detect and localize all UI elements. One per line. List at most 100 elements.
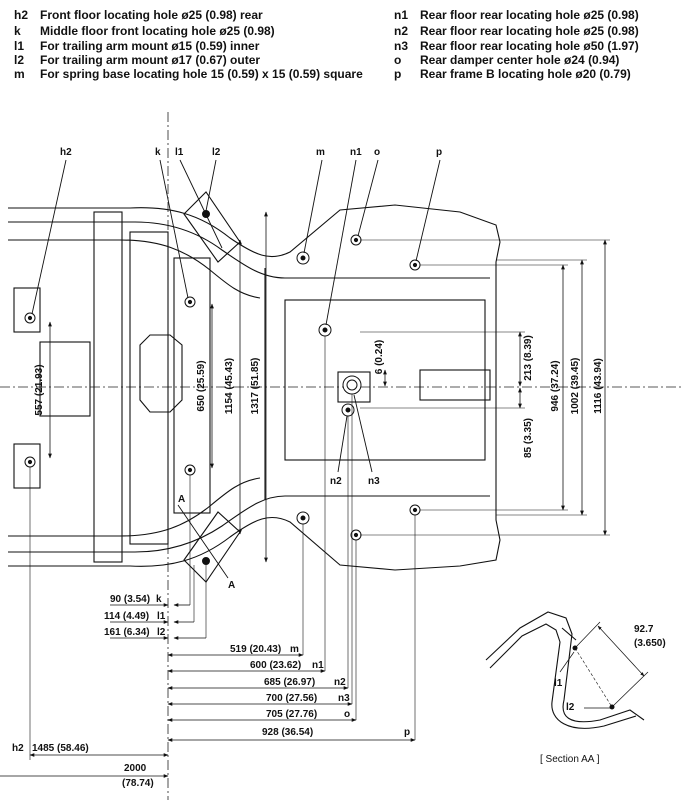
dim-1002: 1002 (39.45) bbox=[570, 358, 581, 415]
floor-octagon bbox=[139, 334, 183, 413]
floor-pan-rear bbox=[284, 299, 486, 461]
dim-600: 600 (23.62) bbox=[250, 660, 301, 671]
dim-685-code: n2 bbox=[334, 677, 346, 688]
section-caption: [ Section AA ] bbox=[540, 754, 600, 765]
dim-1154: 1154 (45.43) bbox=[224, 358, 235, 414]
callout-labels: h2 k l1 l2 m n1 o p n2 n3 A A bbox=[60, 147, 442, 591]
dim-1116: 1116 (43.94) bbox=[593, 358, 604, 414]
dim-90: 90 (3.54) bbox=[110, 594, 150, 605]
section-dim-value: 92.7 bbox=[634, 624, 654, 635]
rocker-upper bbox=[8, 239, 261, 299]
dim-2000-inch: (78.74) bbox=[122, 778, 154, 789]
center-tunnel bbox=[129, 231, 169, 545]
left-recess-lower bbox=[13, 443, 41, 489]
left-pan bbox=[39, 341, 91, 417]
vertical-dimension-labels: 557 (21.93) 650 (25.59) 1154 (45.43) 131… bbox=[34, 335, 604, 458]
dim-1485-code: h2 bbox=[12, 743, 24, 754]
callout-k: k bbox=[155, 147, 161, 158]
hole-h2-lower bbox=[24, 456, 36, 468]
dim-161-code: l2 bbox=[157, 627, 166, 638]
callout-l1: l1 bbox=[175, 147, 184, 158]
horizontal-dimension-lines bbox=[0, 603, 416, 778]
dim-650: 650 (25.59) bbox=[196, 360, 207, 411]
hole-n1 bbox=[318, 323, 332, 337]
dim-685: 685 (26.97) bbox=[264, 677, 315, 688]
callout-section-a-bottom: A bbox=[228, 580, 235, 591]
hole-k-lower bbox=[184, 464, 196, 476]
callout-n2: n2 bbox=[330, 476, 342, 487]
dim-2000: 2000 bbox=[124, 763, 147, 774]
frame-inner-upper bbox=[8, 221, 490, 279]
vertical-dimension-lines bbox=[48, 211, 607, 563]
rear-bracket bbox=[419, 369, 491, 401]
hole-k-upper bbox=[184, 296, 196, 308]
hole-p-upper bbox=[409, 259, 421, 271]
callout-p: p bbox=[436, 147, 442, 158]
callout-leaders bbox=[31, 159, 441, 579]
callout-n3: n3 bbox=[368, 476, 380, 487]
hole-n3 bbox=[342, 375, 362, 395]
hole-m-upper bbox=[296, 251, 310, 265]
section-dim-inch: (3.650) bbox=[634, 638, 666, 649]
hole-l-lower bbox=[202, 557, 210, 565]
n3-boss bbox=[337, 371, 371, 403]
left-recess-upper bbox=[13, 287, 41, 333]
section-outer-profile bbox=[485, 611, 645, 723]
rocker-lower bbox=[8, 477, 261, 537]
dim-114-code: l1 bbox=[157, 611, 166, 622]
horizontal-dimension-extensions bbox=[29, 336, 416, 760]
dim-928: 928 (36.54) bbox=[262, 727, 313, 738]
dim-6: 6 (0.24) bbox=[374, 340, 385, 374]
frame-inner-lower bbox=[8, 495, 490, 553]
callout-section-a-top: A bbox=[178, 494, 185, 505]
section-center-line bbox=[574, 647, 613, 708]
callout-l2: l2 bbox=[212, 147, 221, 158]
front-crossmember bbox=[93, 211, 123, 563]
section-inner-profile bbox=[489, 623, 637, 729]
section-label-l1: l1 bbox=[554, 678, 563, 689]
dim-557: 557 (21.93) bbox=[34, 364, 45, 415]
dim-519: 519 (20.43) bbox=[230, 644, 281, 655]
dim-705-code: o bbox=[344, 709, 350, 720]
section-aa-detail: 92.7 (3.650) l1 l2 [ Section AA ] bbox=[485, 611, 666, 765]
dim-700: 700 (27.56) bbox=[266, 693, 317, 704]
dim-928-code: p bbox=[404, 727, 410, 738]
callout-n1: n1 bbox=[350, 147, 362, 158]
dim-85: 85 (3.35) bbox=[523, 418, 534, 458]
dim-600-code: n1 bbox=[312, 660, 324, 671]
dim-213: 213 (8.39) bbox=[523, 335, 534, 381]
trailing-arm-lower bbox=[183, 511, 241, 583]
horizontal-dimension-labels: 90 (3.54) k 114 (4.49) l1 161 (6.34) l2 … bbox=[12, 594, 410, 789]
callout-o: o bbox=[374, 147, 380, 158]
callout-h2: h2 bbox=[60, 147, 72, 158]
dim-946: 946 (37.24) bbox=[550, 360, 561, 411]
dim-700-code: n3 bbox=[338, 693, 350, 704]
dim-1485: 1485 (58.46) bbox=[32, 743, 89, 754]
hole-o-lower bbox=[350, 529, 362, 541]
vertical-dimension-extensions bbox=[360, 239, 610, 536]
hole-n2 bbox=[341, 403, 355, 417]
dim-114: 114 (4.49) bbox=[104, 611, 149, 622]
middle-plate bbox=[173, 257, 211, 514]
section-label-l2: l2 bbox=[566, 702, 575, 713]
dim-1317: 1317 (51.85) bbox=[250, 358, 261, 415]
hole-m-lower bbox=[296, 511, 310, 525]
dim-705: 705 (27.76) bbox=[266, 709, 317, 720]
hole-o-upper bbox=[350, 234, 362, 246]
hole-p-lower bbox=[409, 504, 421, 516]
callout-m: m bbox=[316, 147, 325, 158]
dim-161: 161 (6.34) bbox=[104, 627, 150, 638]
locating-holes bbox=[24, 210, 421, 565]
